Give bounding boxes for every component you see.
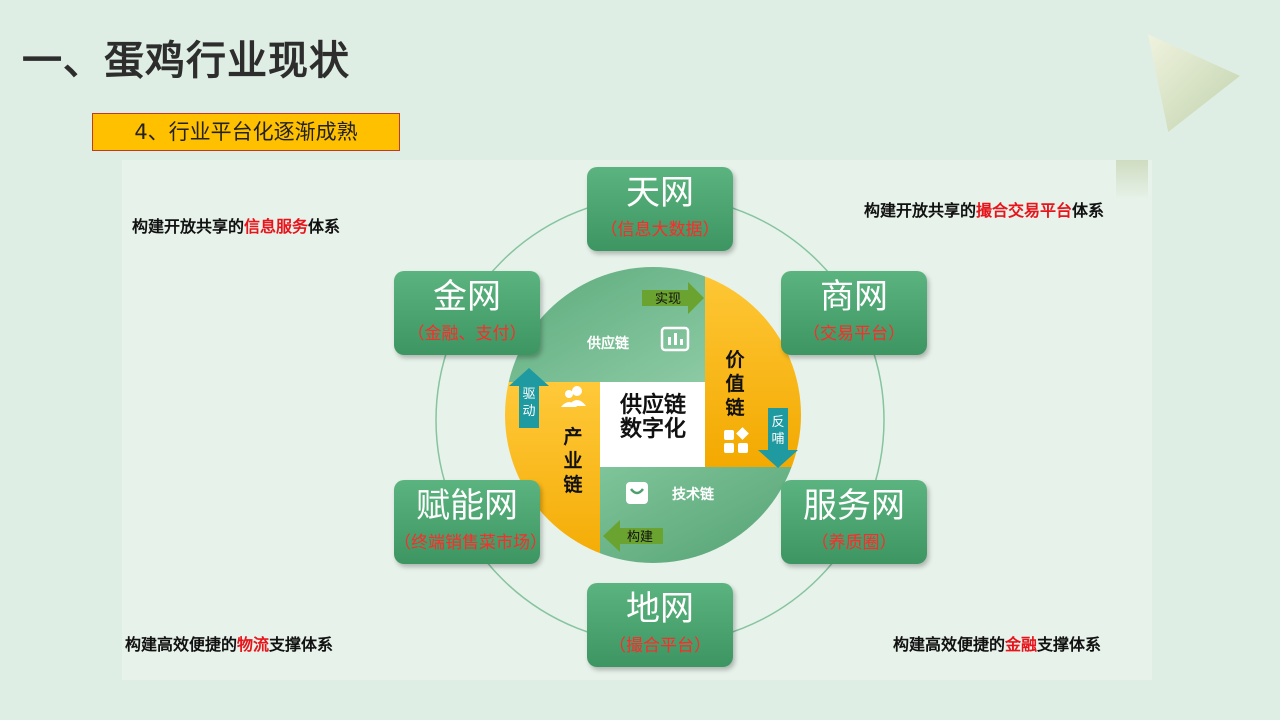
note-text: 构建高效便捷的	[125, 635, 238, 654]
note-text: 构建开放共享的	[864, 201, 977, 220]
note-text: 体系	[308, 217, 341, 236]
chart-icon	[660, 326, 690, 352]
supply-chain-label: 供应链	[586, 335, 630, 352]
core-square	[600, 382, 705, 467]
node-sub: （信息大数据）	[600, 220, 720, 240]
note-bottom-left: 构建高效便捷的物流支撑体系	[125, 631, 333, 655]
node-shang: 商网 （交易平台）	[781, 271, 927, 355]
decorative-sliver	[1116, 160, 1148, 200]
arrow-drive-char-1: 驱	[522, 387, 535, 402]
node-tian: 天网 （信息大数据）	[587, 167, 733, 251]
node-name: 金网	[433, 277, 501, 317]
node-sub: （养质圈）	[811, 533, 897, 553]
node-name: 商网	[820, 277, 888, 317]
arrow-drive: 驱 动	[509, 368, 549, 428]
value-chain-char-1: 价	[725, 349, 745, 371]
note-text: 支撑体系	[1037, 635, 1102, 654]
industry-chain-char-1: 产	[563, 425, 582, 448]
tech-chain-label: 技术链	[672, 486, 715, 503]
node-name: 地网	[626, 589, 694, 629]
arrow-feedback-char-2: 哺	[771, 432, 784, 447]
subtitle-badge: 4、行业平台化逐渐成熟	[92, 113, 400, 151]
users-icon	[561, 386, 586, 407]
node-sub: （撮合平台）	[609, 636, 711, 656]
page-title: 一、蛋鸡行业现状	[22, 38, 350, 84]
note-text: 构建高效便捷的	[893, 635, 1006, 654]
note-bottom-right: 构建高效便捷的金融支撑体系	[893, 631, 1101, 655]
arrow-feedback-char-1: 反	[771, 415, 784, 430]
note-text: 构建开放共享的	[132, 217, 245, 236]
arrow-realize-label: 实现	[655, 292, 681, 307]
industry-chain-char-3: 链	[563, 473, 582, 496]
arrow-build: 构建	[603, 520, 663, 552]
value-chain-char-2: 值	[725, 372, 744, 395]
bag-icon	[626, 482, 648, 504]
note-top-left: 构建开放共享的信息服务体系	[132, 213, 340, 237]
arrow-feedback: 反 哺	[758, 408, 798, 468]
industry-chain-char-2: 业	[563, 450, 582, 472]
node-name: 赋能网	[416, 486, 518, 526]
node-sub: （金融、支付）	[407, 324, 527, 344]
note-highlight: 物流	[237, 635, 270, 654]
node-name: 服务网	[803, 486, 905, 526]
arrow-drive-char-2: 动	[522, 404, 535, 419]
node-funeng: 赋能网 （终端销售菜市场）	[394, 480, 547, 564]
node-name: 天网	[626, 173, 694, 213]
note-text: 体系	[1072, 201, 1105, 220]
node-sub: （交易平台）	[803, 324, 905, 344]
node-sub: （终端销售菜市场）	[394, 533, 547, 553]
note-highlight: 撮合交易平台	[976, 201, 1073, 220]
note-top-right: 构建开放共享的撮合交易平台体系	[864, 197, 1104, 221]
note-highlight: 金融	[1005, 635, 1038, 654]
value-chain-char-3: 链	[725, 396, 744, 419]
core-label-line1: 供应链	[619, 392, 686, 418]
core-label-line2: 数字化	[620, 416, 686, 442]
node-fuwu: 服务网 （养质圈）	[781, 480, 927, 564]
note-highlight: 信息服务	[244, 217, 309, 236]
arrow-realize: 实现	[642, 282, 704, 314]
arrow-build-label: 构建	[627, 530, 653, 545]
note-text: 支撑体系	[269, 635, 334, 654]
node-di: 地网 （撮合平台）	[587, 583, 733, 667]
node-jin: 金网 （金融、支付）	[394, 271, 540, 355]
